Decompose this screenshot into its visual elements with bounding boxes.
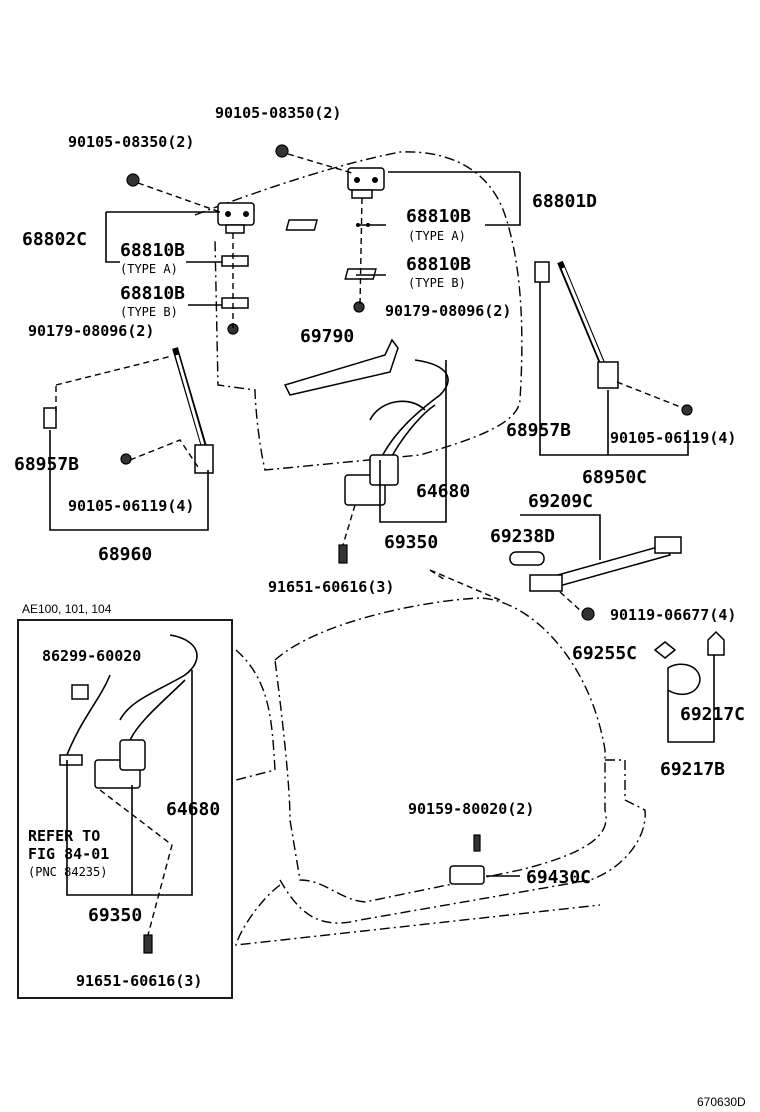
label-68960: 68960 — [98, 544, 152, 565]
bolt-90119 — [581, 607, 595, 621]
label-91651-top: 91651-60616(3) — [268, 578, 394, 596]
cushion-69217c — [667, 630, 725, 696]
label-68957b-right: 68957B — [506, 420, 571, 441]
label-86299: 86299-60020 — [42, 647, 141, 665]
shim-right-type-b — [344, 268, 377, 280]
vehicle-body-outline — [235, 569, 646, 946]
label-90159: 90159-80020(2) — [408, 800, 534, 818]
label-69255c: 69255C — [572, 643, 637, 664]
refer-line-2: FIG 84-01 — [28, 845, 109, 863]
label-type-b-left: (TYPE B) — [120, 305, 178, 319]
label-91651-inset: 91651-60616(3) — [76, 972, 202, 990]
clip-69255c — [653, 641, 677, 659]
shim-left-type-a — [221, 255, 249, 267]
bolt-90159 — [473, 834, 481, 852]
label-type-b-right: (TYPE B) — [408, 276, 466, 290]
label-64680-inset: 64680 — [166, 799, 220, 820]
label-type-a-right: (TYPE A) — [408, 229, 466, 243]
screw-91651-inset — [143, 934, 153, 954]
label-90105-06119-right: 90105-06119(4) — [610, 429, 736, 447]
label-90105-08350-right: 90105-08350(2) — [215, 104, 341, 122]
hinge-bar-69790 — [283, 338, 399, 396]
label-90105-06119-left: 90105-06119(4) — [68, 497, 194, 515]
gas-stay-left — [43, 347, 214, 474]
bolt-90105-08350-right — [275, 144, 289, 158]
bolt-90105-08350-left — [126, 173, 140, 187]
shim-left-type-b — [221, 297, 249, 309]
label-68810b-right-a: 68810B — [406, 206, 471, 227]
label-69217c: 69217C — [680, 704, 745, 725]
bolt-90105-06119-right — [681, 404, 693, 416]
lock-assembly-top — [344, 359, 449, 506]
label-68950c: 68950C — [582, 467, 647, 488]
leader-lines — [49, 171, 715, 896]
refer-line-3: (PNC 84235) — [28, 865, 107, 879]
label-69350-top: 69350 — [384, 532, 438, 553]
gas-stay-right — [534, 260, 619, 389]
latch-69430c — [449, 865, 485, 885]
shim-right-type-a — [285, 219, 370, 231]
label-64680-top: 64680 — [416, 481, 470, 502]
label-68810b-left-a: 68810B — [120, 240, 185, 261]
hinge-68801d — [347, 167, 385, 199]
label-68810b-right-b: 68810B — [406, 254, 471, 275]
back-door-outline — [194, 151, 523, 471]
label-68957b-left: 68957B — [14, 454, 79, 475]
label-68810b-left-b: 68810B — [120, 283, 185, 304]
nut-90179-right — [353, 301, 365, 313]
label-90179-right: 90179-08096(2) — [385, 302, 511, 320]
label-69209c: 69209C — [528, 491, 593, 512]
inset-box — [17, 619, 233, 999]
label-69238d: 69238D — [490, 526, 555, 547]
label-69350-inset: 69350 — [88, 905, 142, 926]
door-stay-69209c — [509, 536, 682, 592]
label-68802c: 68802C — [22, 229, 87, 250]
label-69217b: 69217B — [660, 759, 725, 780]
label-68801d: 68801D — [532, 191, 597, 212]
inset-title: AE100, 101, 104 — [22, 602, 112, 616]
label-69430c: 69430C — [526, 867, 591, 888]
label-type-a-left: (TYPE A) — [120, 262, 178, 276]
label-90179-left: 90179-08096(2) — [28, 322, 154, 340]
hinge-68802c — [217, 202, 255, 234]
diagram-id: 670630D — [697, 1095, 746, 1109]
bolt-90105-06119-left — [120, 453, 132, 465]
refer-line-1: REFER TO — [28, 827, 100, 845]
inset-lock-assembly — [59, 634, 198, 789]
label-90105-08350-left: 90105-08350(2) — [68, 133, 194, 151]
label-69790: 69790 — [300, 326, 354, 347]
screw-91651-top — [338, 544, 348, 564]
label-90119: 90119-06677(4) — [610, 606, 736, 624]
